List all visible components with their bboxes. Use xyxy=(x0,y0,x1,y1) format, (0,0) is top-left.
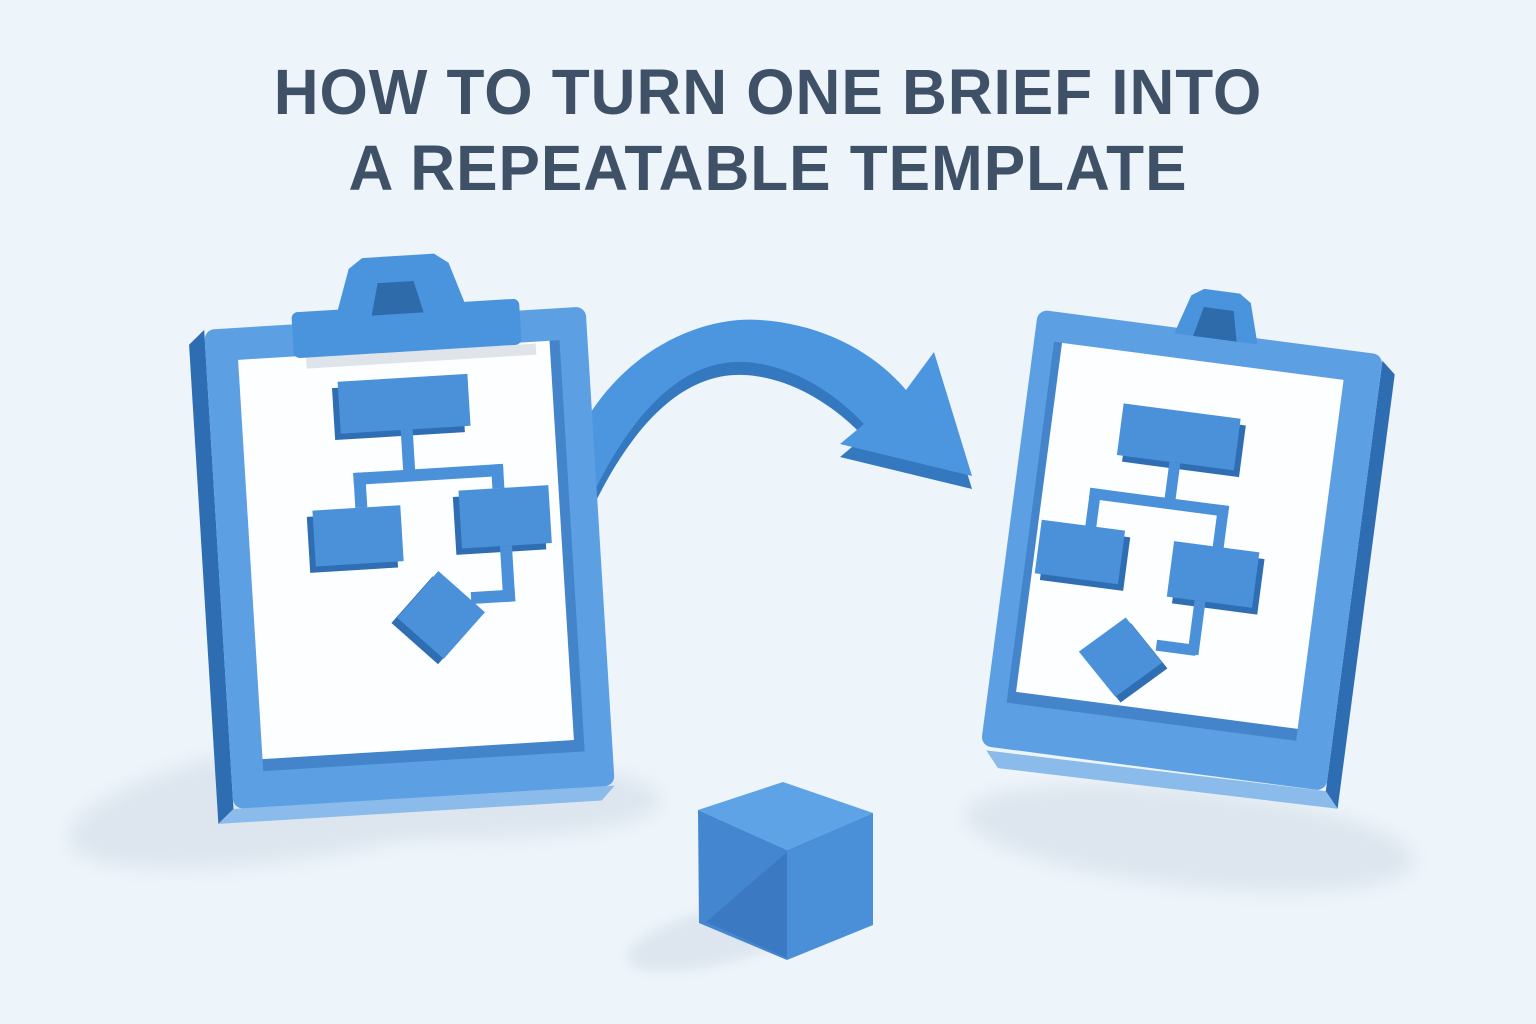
page-title: HOW TO TURN ONE BRIEF INTO A REPEATABLE … xyxy=(23,54,1513,206)
connector-vertical xyxy=(400,429,416,478)
clip-hole xyxy=(371,280,424,316)
clipboard-right xyxy=(981,288,1395,809)
flowchart-left-box xyxy=(1034,519,1126,585)
clipboard-right-paper xyxy=(1016,342,1344,729)
clipboard-right-clip xyxy=(1174,288,1258,345)
connector-below-right xyxy=(499,545,516,603)
connector-below-right xyxy=(1187,600,1206,656)
cube-icon xyxy=(698,782,873,960)
cube-top-face xyxy=(698,782,873,850)
clip-tab-hole xyxy=(1193,307,1237,342)
title-line-1: HOW TO TURN ONE BRIEF INTO xyxy=(273,56,1263,128)
clipboard-left xyxy=(189,253,615,824)
connector-to-diamond xyxy=(1155,639,1197,656)
connector-horizontal xyxy=(353,463,504,485)
clipboard-left-bottom-face xyxy=(218,785,615,824)
flowchart-top-box xyxy=(337,373,471,434)
flowchart-right-box xyxy=(1166,541,1260,608)
arrow-body xyxy=(586,319,972,492)
connector-left-drop xyxy=(353,472,368,508)
connector-to-diamond xyxy=(470,589,516,605)
clipboard-left-clip xyxy=(291,253,537,369)
clip-shadow-strip xyxy=(306,343,537,369)
title-line-2: A REPEATABLE TEMPLATE xyxy=(348,132,1188,204)
flowchart-left-box xyxy=(312,505,404,567)
right-clipboard-shadow xyxy=(966,784,1414,892)
cube-right-face xyxy=(787,813,873,960)
clipboard-left-side-face xyxy=(189,329,234,824)
flowchart-right-box xyxy=(458,485,552,549)
connector-horizontal xyxy=(1088,487,1230,517)
clipboard-left-paper xyxy=(238,340,574,760)
connector-right-drop xyxy=(1212,504,1230,552)
connector-right-drop xyxy=(490,463,505,489)
clipboard-right-side-face xyxy=(1325,360,1395,809)
flowchart-top-box xyxy=(1116,403,1241,471)
flowchart-right xyxy=(1034,403,1265,703)
clip-bar xyxy=(291,298,522,359)
connector-vertical xyxy=(1164,461,1181,503)
curved-arrow-icon xyxy=(586,319,972,505)
flowchart-diamond xyxy=(1078,617,1163,697)
connector-left-drop xyxy=(1084,487,1102,531)
cube-left-face-shade xyxy=(706,852,787,958)
clipboard-right-bottom-face xyxy=(986,750,1338,809)
flowchart-diamond xyxy=(397,571,485,659)
flowchart-left xyxy=(306,373,552,665)
